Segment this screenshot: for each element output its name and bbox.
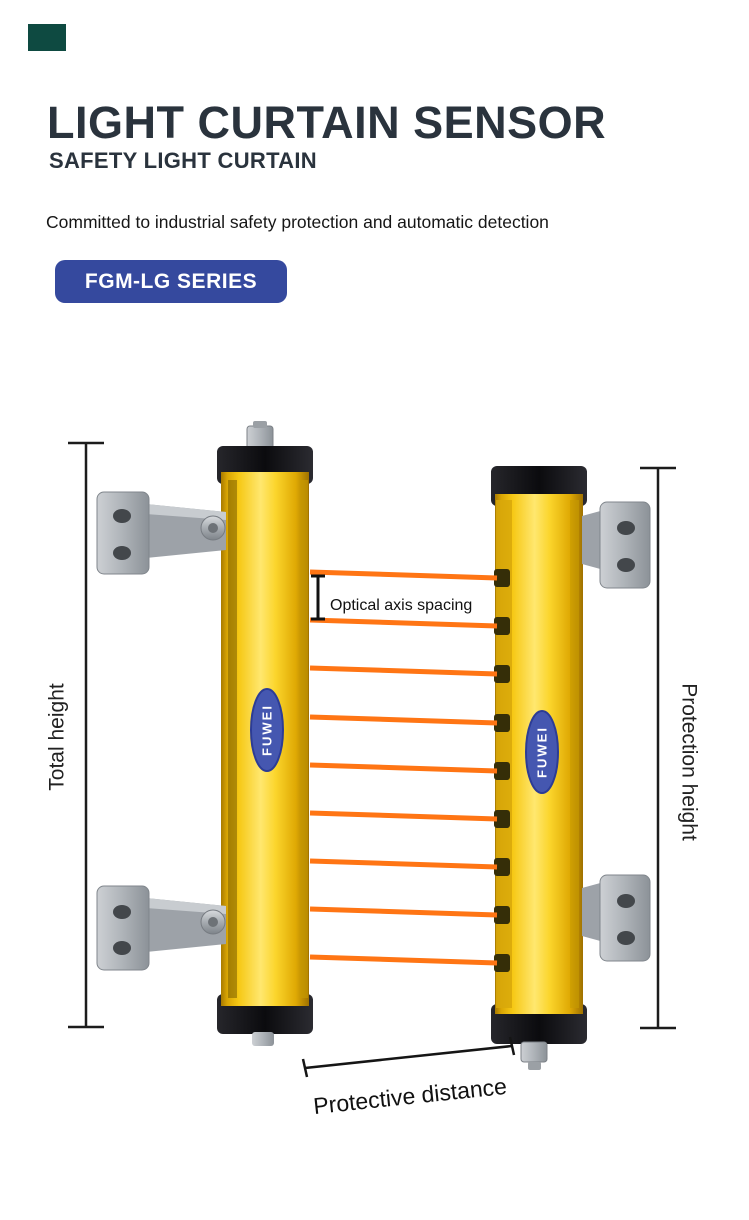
left-bottom-screw — [252, 1032, 274, 1046]
beam — [309, 810, 498, 822]
optical-axis-spacing-label: Optical axis spacing — [330, 597, 472, 614]
light-beams — [309, 569, 498, 966]
left-brand-oval — [250, 688, 284, 772]
beam — [309, 858, 498, 870]
bracket-hole — [617, 558, 635, 572]
total-height-dimension — [68, 441, 104, 1029]
brand-logo-mark — [28, 24, 66, 51]
protective-distance-label: Protective distance — [312, 1073, 508, 1119]
bracket-hole — [617, 521, 635, 535]
right-brand-oval — [525, 710, 559, 794]
page-title: LIGHT CURTAIN SENSOR — [47, 97, 607, 148]
left-top-bracket — [96, 491, 226, 575]
bracket-hole — [113, 905, 131, 919]
right-bottom-bracket — [582, 874, 651, 962]
optical-axis-spacing-dimension — [311, 574, 325, 621]
tagline: Committed to industrial safety protectio… — [46, 212, 549, 232]
bracket-hole — [617, 931, 635, 945]
lens-segments — [494, 569, 510, 972]
bracket-hole — [113, 509, 131, 523]
protection-height-label: Protection height — [678, 683, 701, 841]
beam — [309, 569, 498, 581]
protective-distance-dimension — [301, 1036, 516, 1078]
right-bottom-connector — [520, 1041, 548, 1063]
beam — [309, 617, 498, 629]
beam — [309, 714, 498, 726]
brand-logo-left: FUWEI — [260, 704, 275, 756]
left-sensor-bar: FUWEI — [217, 421, 313, 1046]
beam — [309, 665, 498, 677]
right-top-bracket — [582, 501, 651, 589]
left-bottom-bracket — [96, 885, 226, 971]
total-height-label: Total height — [46, 683, 69, 791]
bracket-hole — [113, 941, 131, 955]
series-badge: FGM-LG SERIES — [55, 260, 287, 303]
brand-logo-right: FUWEI — [535, 726, 550, 778]
beam — [309, 762, 498, 774]
page-subtitle: SAFETY LIGHT CURTAIN — [49, 148, 317, 173]
bracket-hole — [113, 546, 131, 560]
light-curtain-diagram: Total height Protection height FUWEI — [46, 421, 701, 1119]
beam — [309, 954, 498, 966]
right-sensor-bar: FUWEI — [491, 466, 587, 1070]
beam — [309, 906, 498, 918]
bracket-hole — [617, 894, 635, 908]
protection-height-dimension — [640, 466, 676, 1030]
